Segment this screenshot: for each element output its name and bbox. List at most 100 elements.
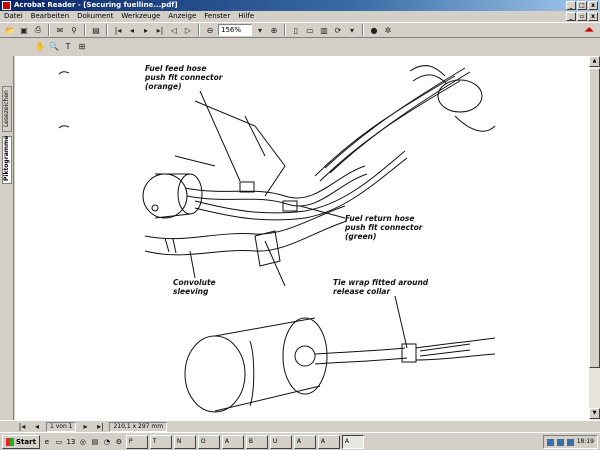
maximize-button[interactable]: □ [577, 1, 587, 10]
settings-icon[interactable]: ✲ [384, 25, 392, 35]
toolbar-separator [106, 24, 108, 36]
task-button[interactable]: N [173, 434, 196, 449]
acrobat-app-icon[interactable] [2, 1, 11, 10]
fuel-hoses [184, 150, 408, 221]
print-icon[interactable]: ⎙ [34, 25, 42, 34]
menu-dokument[interactable]: Dokument [77, 12, 114, 20]
scroll-thumb[interactable] [589, 68, 600, 368]
tray-network-icon[interactable] [546, 438, 554, 446]
prev-page-status-icon[interactable]: ◂ [34, 422, 39, 431]
toolbar-separator [84, 24, 86, 36]
graphics-select-icon[interactable]: ⊞ [78, 41, 86, 51]
view-dropdown-icon[interactable]: ▾ [349, 25, 354, 35]
quicklaunch-media-icon[interactable]: ◔ [103, 437, 110, 446]
doc-close-button[interactable]: x [588, 12, 598, 21]
task-button[interactable]: A [317, 434, 340, 449]
fuel-line-diagram [58, 65, 496, 413]
label-convolute-line2: sleeving [173, 287, 209, 296]
quicklaunch-ie-icon[interactable]: e [44, 437, 50, 446]
tab-bookmarks[interactable]: Lesezeichen [2, 86, 12, 132]
start-label: Start [16, 437, 36, 446]
title-bar[interactable]: Acrobat Reader - [Securing fuelline...pd… [0, 0, 600, 11]
label-fuel-feed-line1: Fuel feed hose [145, 64, 207, 73]
hand-tool-icon[interactable]: ✋ [35, 41, 45, 51]
document-view[interactable]: Fuel feed hose push fit connector (orang… [15, 56, 588, 420]
task-button[interactable]: P [125, 434, 148, 449]
tab-thumbnails[interactable]: Piktogramme [2, 136, 12, 184]
zoom-dropdown-icon[interactable]: ▾ [257, 25, 262, 35]
window-title: Acrobat Reader - [Securing fuelline...pd… [14, 1, 178, 9]
menu-datei[interactable]: Datei [4, 12, 23, 20]
text-select-icon[interactable]: T [65, 41, 71, 51]
feed-connector [239, 181, 255, 193]
task-button[interactable]: B [245, 434, 268, 449]
navigation-pane: Lesezeichen Piktogramme [0, 56, 14, 420]
minimize-button[interactable]: _ [566, 1, 576, 10]
task-button[interactable]: A [221, 434, 244, 449]
doc-restore-button[interactable]: ▫ [577, 12, 587, 21]
vertical-scrollbar[interactable]: ▲ ▼ [588, 56, 600, 420]
quicklaunch-folder-icon[interactable]: ▤ [91, 437, 99, 446]
save-icon[interactable]: ▣ [20, 25, 28, 35]
task-button[interactable]: T [149, 434, 172, 449]
first-page-icon[interactable]: |◂ [114, 25, 122, 35]
menu-anzeige[interactable]: Anzeige [168, 12, 197, 20]
label-tie-wrap-line1: Tie wrap fitted around [333, 278, 429, 287]
first-page-status-icon[interactable]: |◂ [18, 422, 26, 431]
label-fuel-return-line1: Fuel return hose [345, 214, 415, 223]
label-fuel-feed: Fuel feed hose push fit connector (orang… [145, 64, 222, 91]
task-button-acrobat[interactable]: A [341, 434, 364, 449]
menu-fenster[interactable]: Fenster [204, 12, 231, 20]
email-icon[interactable]: ✉ [56, 25, 64, 35]
tray-volume-icon[interactable] [556, 438, 564, 446]
bookmark-pane-icon[interactable]: ▤ [92, 25, 100, 35]
next-page-status-icon[interactable]: ▸ [83, 422, 88, 431]
clock[interactable]: 18:19 [576, 438, 594, 445]
main-toolbar: 📂 ▣ ⎙ ✉ ⚲ ▤ |◂ ◂ ▸ ▸| ◁ ▷ ⊖ 156% ▾ ⊕ ▯ ▭… [0, 22, 600, 38]
open-icon[interactable]: 📂 [5, 25, 15, 35]
last-page-status-icon[interactable]: ▸| [97, 422, 104, 431]
search-icon[interactable]: ⚲ [71, 25, 77, 35]
doc-minimize-button[interactable]: _ [566, 12, 576, 21]
quicklaunch-count: 13 [66, 437, 76, 446]
prev-page-icon[interactable]: ◂ [129, 25, 134, 35]
quicklaunch-outlook-icon[interactable]: ◎ [79, 437, 86, 446]
zoom-out-icon[interactable]: ⊖ [206, 25, 214, 35]
fit-page-icon[interactable]: ▭ [306, 25, 314, 35]
zoom-tool-icon[interactable]: 🔍 [49, 41, 59, 51]
quicklaunch-app-icon[interactable]: ⚙ [115, 437, 123, 446]
go-forward-icon[interactable]: ▷ [184, 25, 192, 35]
ebook-icon[interactable]: ● [370, 25, 378, 35]
fit-width-icon[interactable]: ▥ [320, 25, 328, 35]
leader-feed [199, 90, 241, 182]
label-tie-wrap: Tie wrap fitted around release collar [333, 278, 428, 296]
pipe-bundle-top [314, 65, 496, 182]
actual-size-icon[interactable]: ▯ [293, 25, 299, 35]
tray-antivirus-icon[interactable] [566, 438, 574, 446]
task-button[interactable]: A [293, 434, 316, 449]
tools-toolbar: ✋ 🔍 T ⊞ [0, 38, 140, 54]
last-page-icon[interactable]: ▸| [156, 25, 164, 35]
menu-bearbeiten[interactable]: Bearbeiten [30, 12, 70, 20]
leader-return [299, 205, 346, 219]
close-button[interactable]: x [588, 1, 598, 10]
menu-werkzeuge[interactable]: Werkzeuge [121, 12, 161, 20]
menu-hilfe[interactable]: Hilfe [238, 12, 255, 20]
page-indicator[interactable]: 1 von 1 [46, 421, 77, 432]
start-button[interactable]: Start [2, 434, 40, 449]
scroll-down-button[interactable]: ▼ [589, 408, 600, 419]
task-button[interactable]: O [197, 434, 220, 449]
task-button[interactable]: U [269, 434, 292, 449]
toolbar-separator [198, 24, 200, 36]
go-back-icon[interactable]: ◁ [170, 25, 178, 35]
next-page-icon[interactable]: ▸ [143, 25, 148, 35]
convolute-sleeving [144, 205, 348, 256]
body-panel [174, 100, 286, 197]
quicklaunch-desktop-icon[interactable]: ▭ [55, 437, 63, 446]
zoom-input[interactable]: 156% [218, 24, 252, 36]
zoom-in-icon[interactable]: ⊕ [270, 25, 278, 35]
label-fuel-feed-line2: push fit connector [145, 73, 223, 82]
scroll-up-button[interactable]: ▲ [589, 56, 600, 67]
rotate-icon[interactable]: ⟳ [334, 25, 342, 35]
